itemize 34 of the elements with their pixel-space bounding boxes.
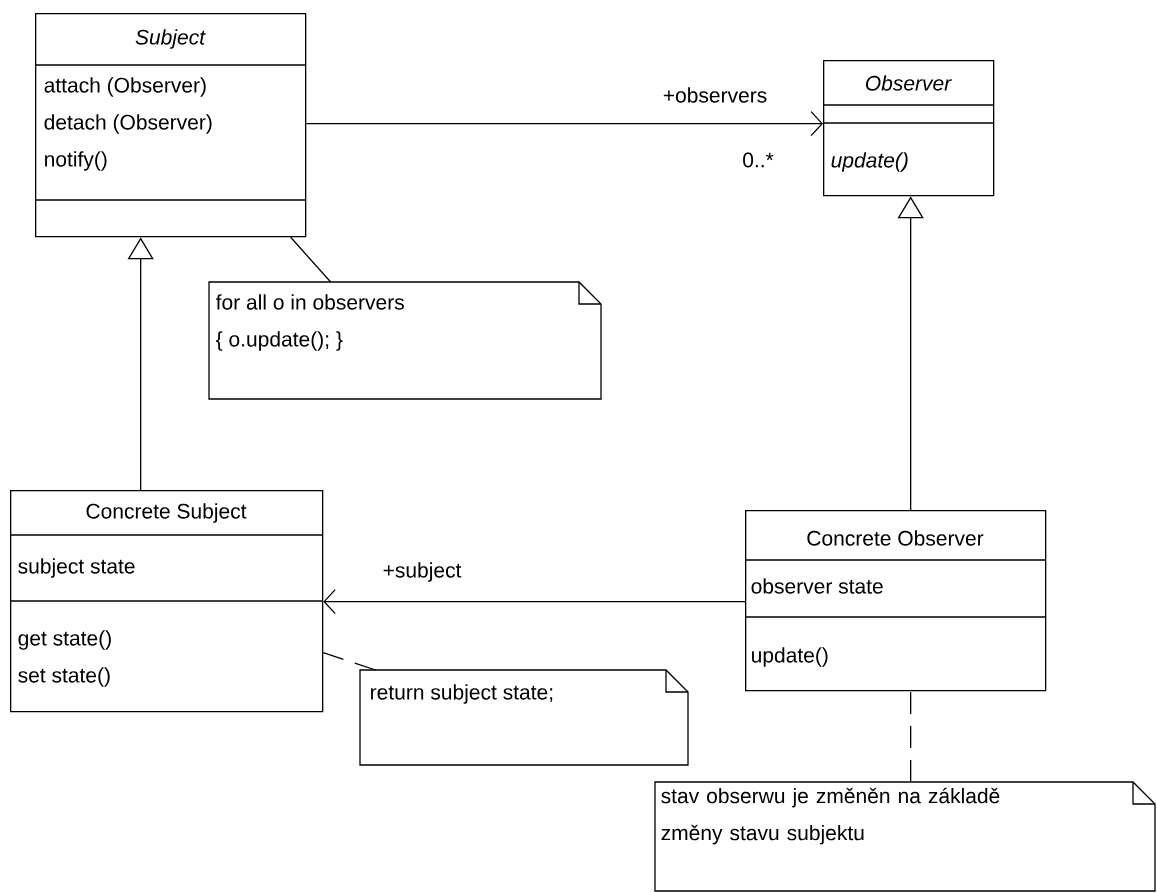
class-name: Subject (135, 29, 206, 49)
edge-label: +subject (381, 561, 463, 583)
operation-text: set state() (18, 667, 110, 687)
note-box (654, 781, 1156, 892)
leader-line (910, 690, 912, 783)
operation-text: detach (Observer) (44, 114, 212, 134)
operation-text: notify() (45, 151, 107, 171)
note-text: for all o in observers (215, 294, 404, 310)
class-box (822, 60, 995, 197)
note-text: return subject state; (371, 684, 553, 704)
generalization-arrow (127, 237, 154, 491)
edge-label: +observers (661, 86, 769, 104)
operation-text: attach (Observer) (44, 77, 206, 97)
note-box (359, 669, 689, 766)
leader-line (322, 652, 377, 671)
multiplicity-label: 0..* (743, 152, 774, 168)
class-name: Concrete Subject (86, 503, 247, 523)
note-text: stav obserwu je změněn na základě změny stavu subjektu (661, 787, 1000, 845)
attribute-text: observer state (751, 578, 883, 594)
note-box (208, 281, 602, 400)
association-arrow (323, 589, 746, 615)
note-text: { o.update(); } (216, 331, 343, 351)
class-box (9, 490, 324, 713)
class-box (744, 510, 1047, 692)
leader-line (290, 236, 332, 283)
class-box (34, 13, 307, 238)
generalization-arrow (897, 196, 924, 511)
association-arrow (305, 111, 823, 137)
class-name: Concrete Observer (807, 530, 984, 546)
attribute-text: subject state (18, 558, 135, 578)
operation-text: update() (752, 647, 828, 667)
operation-text: get state() (18, 630, 111, 650)
class-name: Observer (865, 75, 952, 91)
operation-text: update() (831, 152, 908, 172)
